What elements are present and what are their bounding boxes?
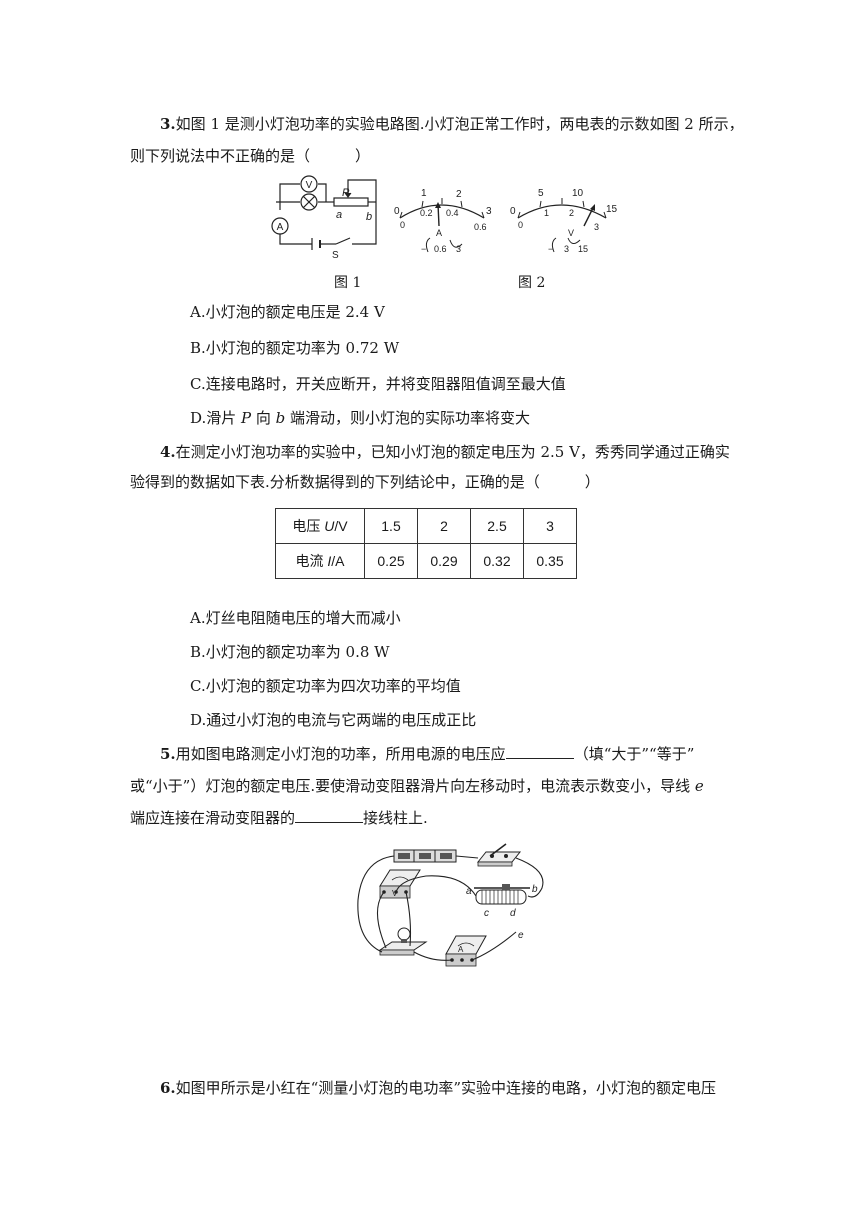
q3-number: 3.: [160, 115, 176, 133]
q4-option-a: A.灯丝电阻随电压的增大而减小: [190, 609, 401, 627]
q3-fig1-label-b: b: [366, 211, 372, 223]
svg-text:1: 1: [544, 208, 549, 218]
table-cell: 2.5: [470, 508, 524, 544]
q3-fig1-ammeter: A: [271, 217, 289, 235]
q3-ammeter-dial: 0 1 2 3 0 0.2 0.4 0.6 A − 0.6 3: [394, 188, 492, 254]
q3-option-c: C.连接电路时，开关应断开，并将变阻器阻值调至最大值: [190, 375, 566, 393]
svg-text:0: 0: [400, 220, 405, 230]
svg-text:A: A: [436, 228, 442, 238]
q5-rheostat: a b c d: [466, 884, 538, 919]
q3-voltmeter-dial: 0 5 10 15 0 1 2 3 V − 3 15: [510, 188, 618, 254]
svg-text:1: 1: [421, 188, 427, 199]
svg-text:2: 2: [569, 208, 574, 218]
q5-line1: 5.用如图电路测定小灯泡的功率，所用电源的电压应（填“大于”“等于”: [160, 744, 695, 763]
q5-blank-1[interactable]: [505, 744, 574, 759]
table-cell: 3: [523, 508, 577, 544]
q3-fig1-rheostat: [333, 188, 369, 207]
table-cell: 0.32: [470, 543, 524, 579]
q3-option-d: D.滑片 P 向 b 端滑动，则小灯泡的实际功率将变大: [190, 409, 531, 427]
svg-text:15: 15: [578, 244, 588, 254]
q5-line3: 端应连接在滑动变阻器的接线柱上.: [130, 808, 428, 827]
svg-text:3: 3: [456, 244, 461, 254]
svg-text:0.2: 0.2: [420, 208, 433, 218]
svg-text:3: 3: [594, 222, 599, 232]
q5-voltmeter: V: [379, 869, 421, 899]
q5-line2: 或“小于”）灯泡的额定电压.要使滑动变阻器滑片向左移动时，电流表示数变小，导线 …: [130, 777, 704, 795]
table-cell: 0.29: [417, 543, 471, 579]
q3-figure1-circuit: V A P a b S: [271, 175, 377, 258]
svg-text:b: b: [532, 884, 538, 895]
q4-data-table: 电压 U/V 1.5 2 2.5 3 电流 I/A 0.25 0.29 0.32…: [275, 508, 577, 579]
q3-fig1-label-p: P: [342, 187, 350, 199]
q4-option-c: C.小灯泡的额定功率为四次功率的平均值: [190, 677, 461, 695]
q3-fig1-lamp: [300, 193, 318, 211]
svg-text:15: 15: [606, 204, 618, 215]
svg-text:2: 2: [456, 189, 462, 200]
svg-text:0.4: 0.4: [446, 208, 459, 218]
table-cell: 0.35: [523, 543, 577, 579]
q4-line2: 验得到的数据如下表.分析数据得到的下列结论中，正确的是（ ）: [130, 473, 600, 491]
q3-line2: 则下列说法中不正确的是（ ）: [130, 147, 371, 165]
table-header-current: 电流 I/A: [275, 543, 365, 579]
svg-text:d: d: [510, 908, 516, 919]
svg-text:10: 10: [572, 188, 584, 199]
q3-fig1-label-a: a: [336, 209, 342, 221]
svg-text:V: V: [568, 228, 574, 238]
table-header-voltage: 电压 U/V: [275, 508, 365, 544]
q3-figure1-caption: 图 1: [334, 275, 362, 291]
svg-text:0.6: 0.6: [434, 244, 447, 254]
q3-line1: 3.如图 1 是测小灯泡功率的实验电路图.小灯泡正常工作时，两电表的示数如图 2…: [160, 115, 744, 133]
q4-option-b: B.小灯泡的额定功率为 0.8 W: [190, 643, 390, 661]
table-row: 电压 U/V 1.5 2 2.5 3: [275, 508, 577, 544]
table-cell: 2: [417, 508, 471, 544]
svg-text:a: a: [466, 886, 472, 897]
q5-switch: [476, 843, 522, 867]
svg-text:3: 3: [486, 206, 492, 217]
table-row: 电流 I/A 0.25 0.29 0.32 0.35: [275, 543, 577, 579]
q5-number: 5.: [160, 745, 176, 763]
q4-number: 4.: [160, 443, 176, 461]
q5-label-e: e: [518, 930, 524, 941]
svg-text:−: −: [421, 244, 426, 254]
q5-circuit-figure: V a b c d A: [357, 843, 544, 967]
svg-text:−: −: [548, 244, 553, 254]
table-cell: 1.5: [364, 508, 418, 544]
q5-ammeter: A: [445, 935, 487, 967]
q3-fig1-voltmeter: V: [300, 175, 318, 193]
table-cell: 0.25: [364, 543, 418, 579]
q3-fig1-label-s: S: [332, 250, 339, 258]
svg-text:V: V: [306, 180, 313, 191]
q5-blank-2[interactable]: [295, 808, 364, 823]
q4-option-d: D.通过小灯泡的电流与它两端的电压成正比: [190, 711, 477, 729]
svg-text:V: V: [392, 889, 398, 898]
svg-text:5: 5: [538, 188, 544, 199]
svg-text:A: A: [277, 222, 284, 233]
q3-option-a: A.小灯泡的额定电压是 2.4 V: [190, 303, 385, 321]
svg-text:A: A: [458, 945, 464, 954]
q5-lamp: [378, 927, 428, 956]
svg-text:0.6: 0.6: [474, 222, 487, 232]
q3-option-b: B.小灯泡的额定功率为 0.72 W: [190, 339, 400, 357]
q5-battery-pack: [393, 849, 457, 863]
svg-text:0: 0: [394, 206, 400, 217]
q3-figure2-caption: 图 2: [518, 275, 546, 291]
q4-line1: 4.在测定小灯泡功率的实验中，已知小灯泡的额定电压为 2.5 V，秀秀同学通过正…: [160, 443, 730, 461]
svg-text:0: 0: [510, 206, 516, 217]
q6-number: 6.: [160, 1079, 176, 1097]
q6-line1: 6.如图甲所示是小红在“测量小灯泡的电功率”实验中连接的电路，小灯泡的额定电压: [160, 1079, 717, 1097]
svg-text:0: 0: [518, 220, 523, 230]
svg-text:3: 3: [564, 244, 569, 254]
svg-text:c: c: [484, 908, 489, 919]
